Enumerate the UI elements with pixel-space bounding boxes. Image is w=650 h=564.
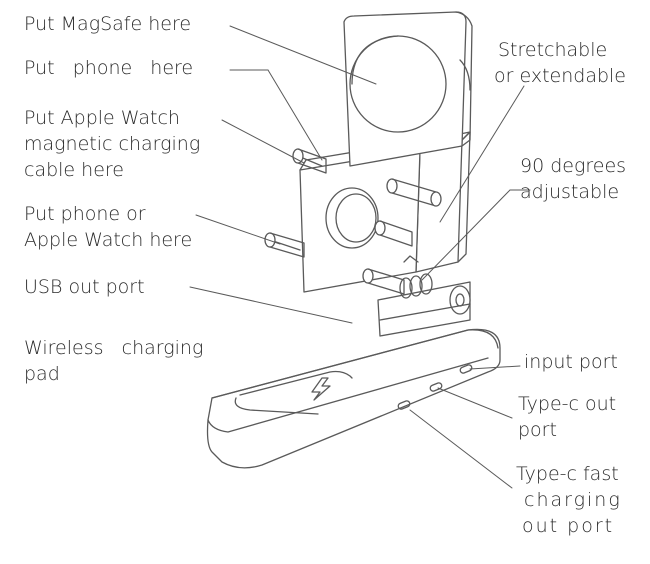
watch-charger-puck	[325, 187, 379, 249]
label-magsafe: Put MagSafe here	[24, 13, 192, 35]
label-phone-top: Put phone here	[24, 57, 194, 79]
label-watch-line1: Put Apple Watch	[24, 107, 180, 129]
right-pegs	[362, 178, 442, 295]
left-pegs	[264, 148, 327, 258]
label-fast-line1: Type-c fast	[516, 463, 619, 485]
label-usb-out: USB out port	[24, 276, 145, 298]
label-phone-or-watch-line1: Put phone or	[24, 203, 146, 225]
label-stretch-line2: or extendable	[494, 65, 626, 87]
wireless-charging-pad	[206, 328, 501, 469]
label-phone-or-watch-line2: Apple Watch here	[24, 229, 193, 251]
label-wireless-line1: Wireless charging	[24, 337, 204, 359]
magsafe-panel	[343, 11, 473, 167]
label-degrees-line1: 90 degrees	[520, 155, 627, 177]
label-fast-line2: charging	[524, 489, 622, 511]
label-typec-line1: Type-c out	[518, 393, 617, 415]
leader-lines	[189, 25, 531, 489]
label-typec-line2: port	[518, 419, 557, 441]
label-degrees-line2: adjustable	[520, 181, 620, 203]
label-watch-line3: cable here	[24, 159, 124, 181]
wireless-lightning-icon	[311, 377, 331, 401]
label-watch-line2: magnetic charging	[24, 133, 201, 155]
label-stretch-line1: Stretchable	[498, 39, 608, 61]
hinge-block	[377, 281, 471, 337]
label-wireless-line2: pad	[24, 363, 60, 385]
hinge-coils	[399, 255, 433, 299]
label-input-port: input port	[524, 351, 618, 373]
label-fast-line3: out port	[522, 515, 615, 537]
base-ports	[397, 364, 473, 410]
